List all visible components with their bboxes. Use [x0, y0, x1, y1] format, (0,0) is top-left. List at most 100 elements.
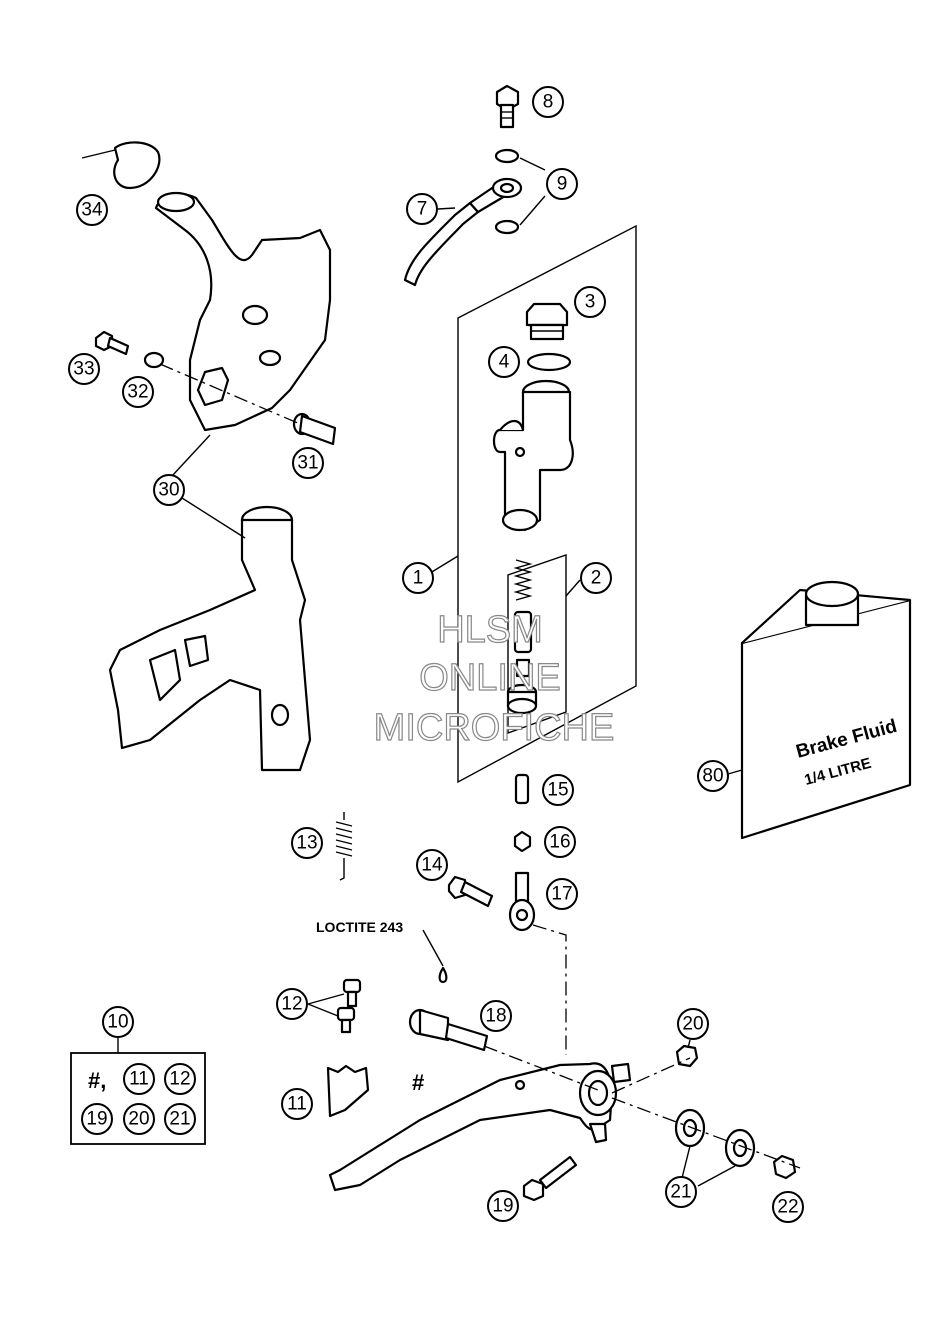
callout-80: 80: [697, 760, 729, 792]
callout-22: 22: [772, 1191, 804, 1223]
brake-pedal: [328, 1062, 632, 1192]
reservoir-cap: [525, 302, 569, 341]
svg-text:2: 2: [591, 568, 602, 589]
callout-19: 19: [487, 1190, 519, 1222]
loctite-drop: [438, 966, 448, 984]
callout-30: 30: [153, 474, 185, 506]
cable-tie: [81, 141, 161, 190]
piston-kit-frame: [507, 554, 567, 734]
svg-text:12: 12: [169, 1069, 190, 1090]
svg-text:19: 19: [86, 1109, 107, 1130]
svg-text:8: 8: [543, 92, 554, 113]
master-cylinder-frame: [457, 224, 637, 784]
svg-text:80: 80: [702, 766, 723, 787]
axis-pivot: [611, 1097, 801, 1169]
svg-text:18: 18: [485, 1006, 506, 1027]
svg-text:16: 16: [549, 832, 570, 853]
svg-text:11: 11: [287, 1094, 307, 1115]
washer-top: [494, 148, 520, 164]
callout-1: 1: [402, 562, 434, 594]
svg-text:30: 30: [158, 480, 179, 501]
callout-17: 17: [546, 878, 578, 910]
svg-text:1: 1: [413, 568, 424, 589]
svg-text:21: 21: [670, 1182, 691, 1203]
master-cylinder-body: [492, 379, 574, 532]
step-screws: [336, 978, 362, 1034]
kit-callout-11: 11: [123, 1063, 155, 1095]
svg-text:34: 34: [81, 200, 103, 221]
pedal-hash-mark: #: [412, 1070, 424, 1095]
svg-text:11: 11: [129, 1069, 149, 1090]
callout-16: 16: [544, 826, 576, 858]
callout-4: 4: [488, 346, 520, 378]
callout-14: 14: [416, 849, 448, 881]
kit-callout-21: 21: [164, 1103, 196, 1135]
kit-prefix: #,: [88, 1068, 106, 1093]
clevis-bolt: [447, 875, 494, 908]
pivot-bolt: [408, 1008, 489, 1052]
svg-text:14: 14: [421, 855, 443, 876]
callout-9: 9: [546, 168, 578, 200]
piston-spring: [506, 559, 538, 715]
svg-text:19: 19: [492, 1196, 513, 1217]
lock-nut: [513, 830, 532, 853]
banjo-bolt: [495, 84, 520, 129]
o-ring: [526, 352, 572, 372]
callout-34: 34: [76, 194, 108, 226]
svg-text:7: 7: [417, 199, 428, 220]
axis-bolt: [483, 1045, 599, 1091]
kit-callout-19: 19: [81, 1103, 113, 1135]
frame-guard-lower: [108, 505, 312, 772]
svg-text:20: 20: [682, 1014, 703, 1035]
svg-text:4: 4: [499, 352, 510, 373]
callout-15: 15: [542, 774, 574, 806]
svg-text:32: 32: [127, 382, 148, 403]
brake-hose: [403, 177, 523, 287]
svg-text:9: 9: [557, 174, 568, 195]
callout-12: 12: [276, 988, 308, 1020]
callout-20: 20: [677, 1008, 709, 1040]
pivot-nut: [675, 1044, 699, 1068]
washer-bottom: [494, 219, 520, 235]
guard-screw: [94, 330, 130, 356]
callout-13: 13: [291, 827, 323, 859]
callout-18: 18: [480, 1000, 512, 1032]
svg-text:10: 10: [107, 1012, 128, 1033]
leader-lines: [117, 157, 743, 1187]
callout-32: 32: [122, 376, 154, 408]
loctite-leader: [422, 929, 444, 967]
svg-text:33: 33: [73, 359, 94, 380]
frame-guard-upper: [154, 191, 332, 432]
watermark-line-1: HLSM: [437, 609, 543, 651]
callout-10: 10: [102, 1006, 134, 1038]
svg-text:15: 15: [547, 780, 568, 801]
svg-text:17: 17: [551, 884, 572, 905]
svg-text:22: 22: [777, 1197, 798, 1218]
kit-box: [70, 1052, 206, 1145]
callout-31: 31: [292, 447, 324, 479]
pedal-bolt: [522, 1155, 578, 1202]
bearings: [674, 1108, 756, 1168]
bushing: [772, 1154, 797, 1180]
guard-bushing: [292, 412, 337, 446]
svg-text:31: 31: [297, 453, 318, 474]
callout-7: 7: [406, 193, 438, 225]
brake-step: [326, 1064, 370, 1118]
kit-callout-12: 12: [164, 1063, 196, 1095]
clevis: [508, 871, 536, 932]
kit-callout-20: 20: [123, 1103, 155, 1135]
watermark-line-3: MICROFICHE: [374, 707, 615, 749]
svg-text:20: 20: [128, 1109, 149, 1130]
return-spring: [335, 812, 353, 881]
callout-8: 8: [532, 86, 564, 118]
callout-21: 21: [665, 1176, 697, 1208]
svg-text:3: 3: [585, 292, 596, 313]
callout-2: 2: [580, 562, 612, 594]
axis-clevis: [532, 924, 567, 1055]
watermark-line-2: ONLINE: [419, 657, 560, 699]
push-rod: [514, 773, 530, 805]
callout-3: 3: [574, 286, 606, 318]
callout-33: 33: [68, 353, 100, 385]
svg-text:12: 12: [281, 994, 302, 1015]
